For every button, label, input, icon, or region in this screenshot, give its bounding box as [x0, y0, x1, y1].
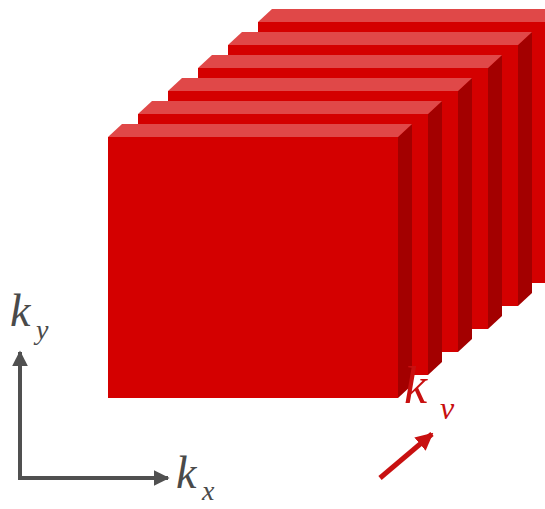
slab-side — [428, 101, 442, 375]
vector-subscript: v — [440, 392, 454, 424]
slab-front — [108, 137, 398, 398]
slab-top — [108, 124, 412, 137]
kv-arrow — [380, 434, 432, 478]
slab-top — [168, 78, 472, 91]
kx-axis — [18, 476, 168, 480]
slab — [108, 124, 412, 398]
slab-side — [518, 32, 532, 306]
slab-top — [258, 9, 545, 22]
slab-top — [228, 32, 532, 45]
slab-side — [488, 55, 502, 329]
vector-symbol: k — [404, 360, 427, 412]
axis-symbol: k — [10, 288, 30, 334]
slab-top — [138, 101, 442, 114]
axis-symbol: k — [176, 450, 196, 496]
slab-side — [458, 78, 472, 352]
slab-side — [398, 124, 412, 398]
ky-axis — [18, 352, 22, 478]
slab-stack — [108, 9, 545, 398]
axis-subscript: y — [36, 316, 48, 344]
axis-subscript: x — [202, 477, 214, 505]
slab-top — [198, 55, 502, 68]
